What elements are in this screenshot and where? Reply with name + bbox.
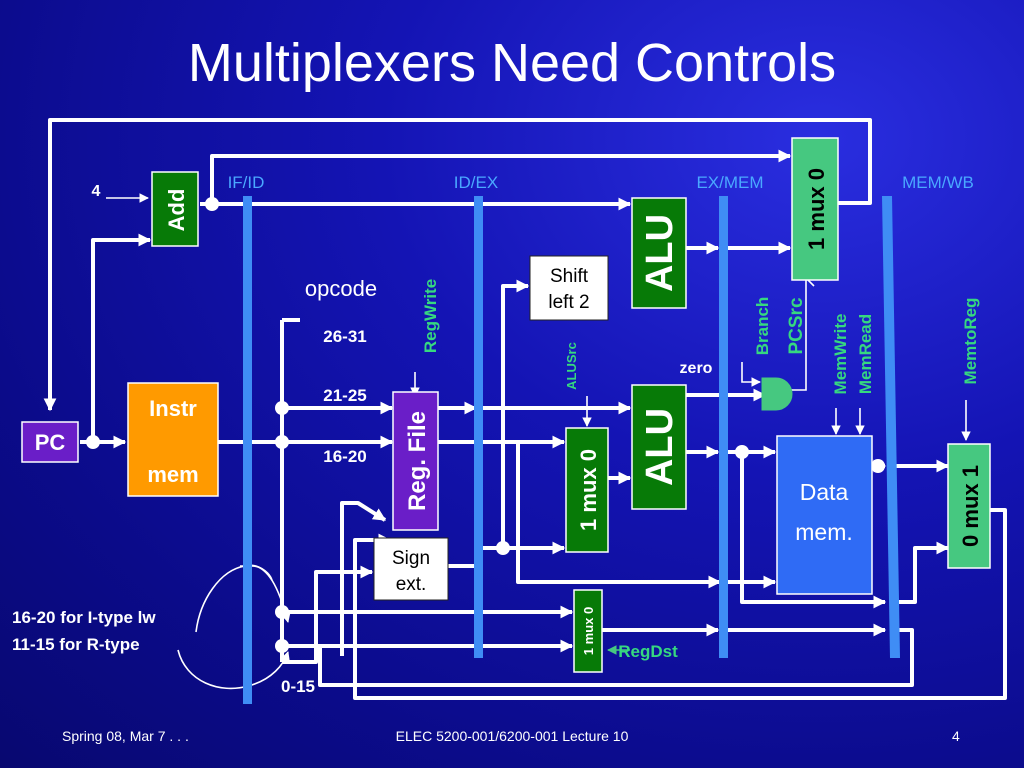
junction-dot <box>275 435 289 449</box>
pc-register <box>21 421 79 463</box>
sign-extend <box>373 537 449 601</box>
page-number: 4 <box>952 728 960 744</box>
memread-label: MemRead <box>856 314 875 394</box>
if-id-register <box>243 196 252 704</box>
memwrite-label: MemWrite <box>831 314 850 395</box>
slide-title: Multiplexers Need Controls <box>187 33 837 93</box>
junction-dot <box>496 541 510 555</box>
alu-top-label: ALU <box>639 214 681 292</box>
mem-wb-label: MEM/WB <box>902 173 974 192</box>
pcsrc-label: PCSrc <box>786 297 807 354</box>
bit-field-labels: 4 opcode 26-31 21-25 16-20 0-15 16-20 fo… <box>12 183 713 696</box>
shift-label-1: Shift <box>550 266 589 287</box>
pcsrc-mux <box>791 137 839 281</box>
opcode-label: opcode <box>305 276 377 301</box>
zero-label: zero <box>680 360 713 377</box>
alusrc-mux-label: 1 mux 0 <box>576 449 601 531</box>
junction-dots <box>86 197 885 653</box>
junction-dot <box>275 639 289 653</box>
alusrc-mux <box>565 427 609 553</box>
junction-dot <box>275 605 289 619</box>
branch-and-gate <box>761 377 793 411</box>
sign-ext-label-2: ext. <box>396 574 427 595</box>
junction-dot <box>205 197 219 211</box>
alusrc-label: ALUSrc <box>564 342 579 390</box>
data-mem-label-1: Data <box>800 479 849 505</box>
memtoreg-mux-label: 0 mux 1 <box>958 465 983 547</box>
branch-alu <box>631 197 687 309</box>
write-reg-wire <box>318 628 914 687</box>
pc-adder <box>151 171 199 247</box>
bits-26-31-label: 26-31 <box>323 327 366 346</box>
id-ex-label: ID/EX <box>454 173 498 192</box>
pipeline-registers <box>243 196 900 704</box>
sign-ext-label-1: Sign <box>392 548 430 569</box>
junction-dot <box>735 445 749 459</box>
branch-arrow <box>741 362 761 387</box>
ex-mem-register <box>719 196 728 658</box>
ex-mem-label: EX/MEM <box>696 173 763 192</box>
pcsrc-mux-label: 1 mux 0 <box>804 168 829 250</box>
bits-16-20-label: 16-20 <box>323 447 366 466</box>
junction-dot <box>86 435 100 449</box>
data-mem-label-2: mem. <box>795 519 853 545</box>
imm-to-shift-wire <box>501 279 530 548</box>
pc-next-wire <box>43 118 872 412</box>
branch-label: Branch <box>753 297 772 356</box>
add-label: Add <box>164 189 189 232</box>
junction-dot <box>871 459 885 473</box>
imm-to-signext-wire <box>282 565 374 664</box>
if-id-label: IF/ID <box>228 173 265 192</box>
regdst-label: RegDst <box>618 642 678 661</box>
instruction-memory <box>127 382 219 497</box>
mem-wb-register <box>882 196 900 658</box>
control-signal-labels: RegWrite ALUSrc Branch PCSrc MemWrite Me… <box>421 279 980 661</box>
id-ex-register <box>474 196 483 658</box>
footer-date: Spring 08, Mar 7 . . . <box>62 728 189 744</box>
shift-left-2 <box>529 255 609 321</box>
four-label: 4 <box>92 183 101 200</box>
main-alu <box>631 384 687 510</box>
register-labels: IF/ID ID/EX EX/MEM MEM/WB <box>228 173 974 192</box>
register-file <box>392 391 439 531</box>
datapath-wires <box>43 118 1007 700</box>
write-reg-to-regfile-wire <box>340 501 387 656</box>
regwrite-label: RegWrite <box>421 279 440 353</box>
writeback-data-wire <box>353 508 1007 700</box>
pc-label: PC <box>35 430 66 455</box>
instr-mem-label-1: Instr <box>149 396 197 421</box>
itype-note-arrow <box>195 564 291 633</box>
rd2-to-exmem-wire <box>516 442 722 589</box>
rtype-note-arrow <box>177 649 290 690</box>
instr-mem-label-2: mem <box>147 462 198 487</box>
bits-21-25-label: 21-25 <box>323 386 366 405</box>
memtoreg-label: MemtoReg <box>961 298 980 385</box>
shift-label-2: left 2 <box>548 292 589 313</box>
alu-bypass-wire <box>740 452 887 609</box>
itype-note: 16-20 for I-type lw <box>12 608 156 627</box>
rtype-note: 11-15 for R-type <box>12 635 140 654</box>
bits-0-15-label: 0-15 <box>281 677 315 696</box>
junction-dot <box>275 401 289 415</box>
regdst-mux-label: 1 mux 0 <box>581 607 596 655</box>
data-memory <box>776 435 873 595</box>
regdst-mux <box>573 589 603 673</box>
alu-to-memtoreg-wire <box>893 541 950 604</box>
pcsrc-wire <box>790 276 815 391</box>
footer-course: ELEC 5200-001/6200-001 Lecture 10 <box>395 728 629 744</box>
alu-bottom-label: ALU <box>639 408 681 486</box>
memtoreg-mux <box>947 443 991 569</box>
note-curve-extra <box>240 565 273 581</box>
reg-file-label: Reg. File <box>404 411 431 511</box>
pc-to-add-wire <box>91 233 152 442</box>
